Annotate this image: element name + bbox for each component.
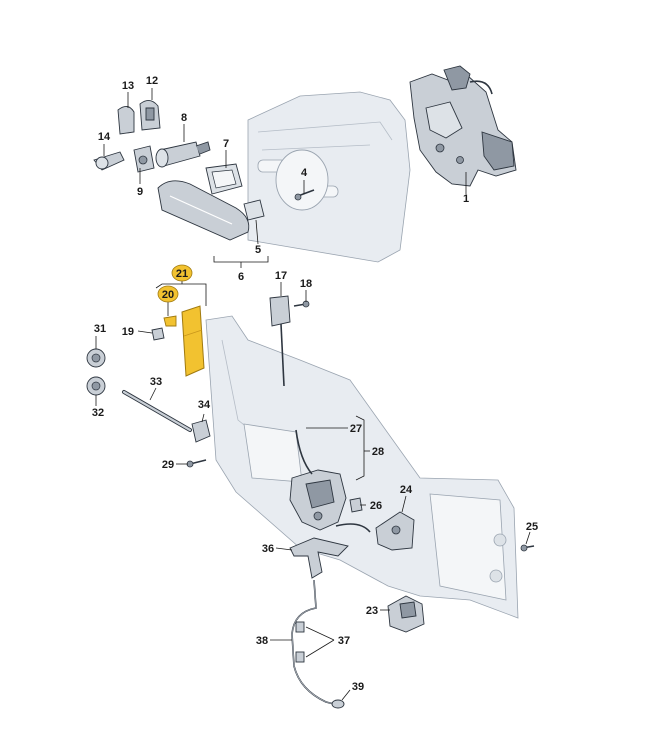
callout-21-highlight: 21 xyxy=(171,264,193,282)
callout-5: 5 xyxy=(255,244,261,256)
callout-38: 38 xyxy=(256,635,268,647)
callout-9: 9 xyxy=(137,186,143,198)
screw-25 xyxy=(520,544,535,552)
callout-6: 6 xyxy=(238,271,244,283)
handle-36 xyxy=(289,537,349,579)
bracket-9 xyxy=(133,145,155,173)
clip-19 xyxy=(151,327,165,341)
door-lock-assembly xyxy=(409,65,517,187)
callout-31: 31 xyxy=(94,323,106,335)
callout-14: 14 xyxy=(98,131,111,143)
seal-5 xyxy=(243,199,265,221)
callout-7: 7 xyxy=(223,138,229,150)
callout-18: 18 xyxy=(300,278,312,290)
callout-39: 39 xyxy=(352,681,364,693)
screw-29 xyxy=(186,459,207,468)
callout-27: 27 xyxy=(350,423,362,435)
callout-28: 28 xyxy=(372,446,384,458)
lever-14 xyxy=(93,151,125,171)
callout-labels: 1 4 5 6 7 8 9 12 13 14 17 18 19 20 21 23… xyxy=(92,75,538,693)
callout-23: 23 xyxy=(366,605,378,617)
interior-handle-21 xyxy=(181,305,205,377)
callout-25: 25 xyxy=(526,521,538,533)
rod-33 xyxy=(122,390,192,432)
callout-21: 21 xyxy=(176,268,188,280)
cable-clip-37a xyxy=(295,621,305,633)
leader-lines xyxy=(95,88,531,701)
knob-17 xyxy=(269,295,291,387)
screw-18 xyxy=(293,300,310,308)
callout-24: 24 xyxy=(400,484,413,496)
cable-38 xyxy=(291,579,335,705)
callout-29: 29 xyxy=(162,459,174,471)
outside-handle-6 xyxy=(157,180,250,241)
callout-4: 4 xyxy=(301,167,308,179)
callout-13: 13 xyxy=(122,80,134,92)
callout-34: 34 xyxy=(198,399,211,411)
lock-cylinder-8 xyxy=(155,141,211,168)
bracket-34 xyxy=(191,419,211,443)
callout-20-highlight: 20 xyxy=(157,285,179,303)
clip-26 xyxy=(349,497,363,513)
door-panel-upper xyxy=(247,91,411,263)
callout-17: 17 xyxy=(275,270,287,282)
striker-24 xyxy=(375,511,415,551)
callout-1: 1 xyxy=(463,193,469,205)
callout-19: 19 xyxy=(122,326,134,338)
lock-mechanism-28 xyxy=(289,429,371,533)
callout-8: 8 xyxy=(181,112,187,124)
cap-31 xyxy=(86,348,106,368)
lock-cap-12 xyxy=(139,100,161,131)
callout-32: 32 xyxy=(92,407,104,419)
seal-7 xyxy=(205,163,243,195)
lock-cap-13 xyxy=(117,106,135,135)
callout-26: 26 xyxy=(370,500,382,512)
callout-20: 20 xyxy=(162,289,174,301)
cable-clip-37b xyxy=(295,651,305,663)
cable-end-39 xyxy=(331,699,345,709)
callout-37: 37 xyxy=(338,635,350,647)
callout-36: 36 xyxy=(262,543,274,555)
door-panel-lower xyxy=(205,315,519,619)
screw-4 xyxy=(294,189,315,201)
callout-33: 33 xyxy=(150,376,162,388)
latch-23 xyxy=(387,595,425,633)
callout-12: 12 xyxy=(146,75,158,87)
screw-20 xyxy=(163,315,177,327)
cap-32 xyxy=(86,376,106,396)
